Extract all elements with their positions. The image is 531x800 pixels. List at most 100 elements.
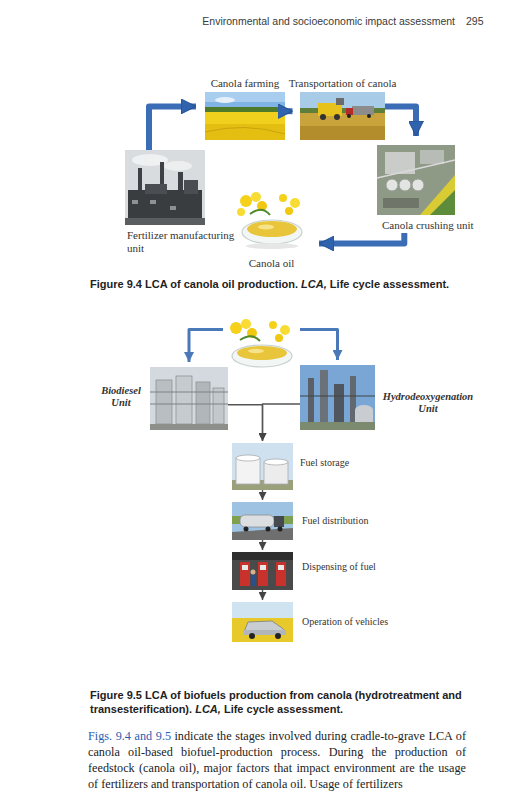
tanker-truck-photo — [240, 515, 274, 527]
text-block: Figure 9.4LCA of canola oil production.L… — [90, 277, 470, 291]
canola-oil-photo — [240, 195, 252, 207]
biodiesel-plant-photo — [176, 376, 192, 424]
process-step: Fuel storage — [232, 443, 293, 490]
biodiesel-plant-photo — [150, 367, 228, 430]
canola-oil-photo — [258, 225, 274, 230]
transport-photo — [320, 114, 326, 120]
farming-photo — [205, 112, 285, 140]
text-block: Figure 9.5LCA of biofuels production fro… — [90, 688, 465, 716]
page-number: 295 — [466, 15, 484, 27]
crushing-unit-photo — [386, 179, 398, 191]
transport-photo — [346, 108, 353, 115]
farming-photo — [205, 124, 285, 140]
canola-oil-photo — [247, 221, 297, 237]
fuel-pump-photo — [251, 570, 256, 575]
biodiesel-plant-photo — [150, 367, 228, 430]
canola-oil-photo — [230, 322, 242, 334]
crushing-unit-photo — [420, 175, 455, 215]
transport-photo — [300, 113, 385, 140]
fuel-pump-photo — [242, 565, 248, 570]
fuel-pump-photo — [251, 575, 256, 586]
tanker-truck-photo — [244, 527, 249, 532]
flow-arrow — [385, 106, 416, 136]
car-photo — [232, 602, 293, 642]
storage-tank-photo — [232, 443, 293, 490]
process-step: Operation of vehicles — [232, 602, 293, 642]
refinery-photo — [355, 410, 373, 422]
tanker-truck-photo — [232, 528, 293, 540]
flow-arrow — [319, 233, 404, 244]
fertilizer-plant-photo — [125, 150, 205, 225]
process-step: Canola oil — [233, 190, 310, 253]
running-header: Environmental and socioeconomic impact a… — [202, 15, 455, 27]
refinery-photo — [300, 365, 375, 430]
storage-tank-photo — [232, 443, 293, 490]
step-label: Fuel distribution — [302, 515, 412, 527]
storage-tank-photo — [236, 458, 260, 484]
canola-oil-photo — [242, 220, 302, 244]
tanker-truck-photo — [266, 527, 271, 532]
text-block: Figs. 9.4 and 9.5indicate the stages inv… — [88, 728, 466, 792]
canola-oil-photo — [237, 346, 287, 360]
crushing-unit-photo — [377, 145, 455, 215]
refinery-photo — [308, 378, 314, 422]
crushing-unit-photo — [377, 145, 455, 215]
canola-oil-photo — [285, 207, 293, 215]
biodiesel-plant-photo — [150, 391, 228, 392]
transport-photo — [352, 106, 374, 115]
canola-oil-photo — [233, 190, 310, 253]
figure-caption: LCA of canola oil production. — [145, 278, 298, 290]
canola-oil-photo — [233, 190, 310, 253]
fertilizer-plant-photo — [184, 180, 198, 194]
step-label: Canola oil — [223, 257, 320, 270]
figure-reference: Figs. 9.4 and 9.5 — [88, 729, 171, 743]
step-label: Fertilizer manufacturing unit — [127, 229, 245, 254]
process-step: Fertilizer manufacturing unit — [125, 150, 205, 225]
transport-photo — [336, 98, 344, 105]
step-label: Canola farming — [195, 77, 295, 90]
biodiesel-plant-photo — [213, 388, 224, 424]
step-label: Dispensing of fuel — [302, 561, 412, 573]
fuel-pump-photo — [260, 565, 266, 570]
fuel-pump-photo — [278, 565, 284, 570]
transport-photo — [334, 114, 340, 120]
canola-oil-photo — [251, 192, 261, 202]
refinery-photo — [300, 396, 375, 397]
fertilizer-plant-photo — [132, 200, 138, 204]
process-step: Dispensing of fuel — [232, 552, 293, 590]
fertilizer-plant-photo — [125, 150, 205, 225]
fertilizer-plant-photo — [170, 206, 176, 210]
figure-caption: Life cycle assessment. — [224, 703, 343, 715]
refinery-photo — [300, 422, 375, 430]
canola-oil-photo — [279, 194, 287, 202]
figure-caption: Life cycle assessment. — [330, 278, 449, 290]
farming-photo — [205, 127, 285, 134]
step-label: Canola crushing unit — [382, 219, 482, 232]
flow-arrow — [262, 540, 263, 550]
fuel-pump-photo — [240, 562, 250, 586]
tanker-truck-photo — [278, 527, 283, 532]
abbreviation: LCA, — [195, 703, 221, 715]
car-photo — [232, 618, 293, 642]
canola-oil-photo — [248, 349, 264, 353]
farming-photo — [205, 107, 285, 112]
step-label: Transportation of canola — [280, 77, 405, 90]
step-label: Hydrodeoxygenation Unit — [378, 391, 478, 415]
process-step: Biodiesel Unit — [150, 367, 228, 430]
transport-photo — [300, 92, 385, 140]
crushing-unit-photo — [399, 179, 411, 191]
fuel-pump-photo — [232, 552, 293, 590]
figure-number: Figure 9.5 — [90, 689, 142, 701]
process-step: Fuel distribution — [232, 502, 293, 540]
canola-oil-photo — [223, 318, 300, 375]
step-label: Biodiesel Unit — [96, 385, 146, 409]
fuel-pump-photo — [276, 562, 286, 586]
fertilizer-plant-photo — [164, 161, 192, 171]
transport-photo — [367, 114, 371, 118]
canola-oil-photo — [240, 336, 260, 341]
farming-photo — [215, 97, 235, 103]
tanker-truck-photo — [232, 502, 293, 540]
fuel-pump-photo — [258, 562, 268, 586]
